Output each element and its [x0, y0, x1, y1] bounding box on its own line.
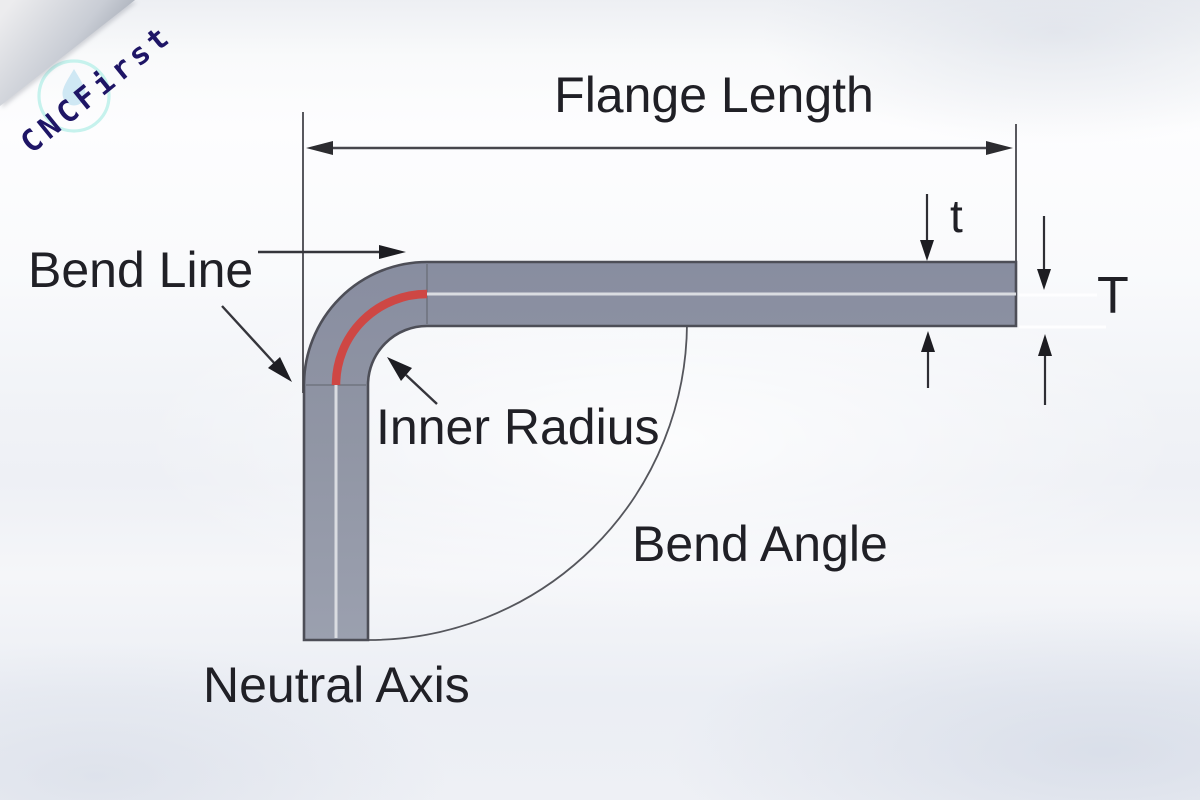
thickness-t-dimension: [920, 194, 935, 388]
dim-arrowhead-left: [306, 141, 333, 155]
flange-length-label: Flange Length: [554, 67, 874, 123]
neutral-axis-bend-highlight: [331, 289, 428, 386]
thickness-t-label: t: [950, 190, 963, 242]
inner-radius-arrow: [387, 357, 438, 405]
logo-ring-icon: [37, 59, 111, 133]
page-corner-fold: [0, 0, 150, 122]
bend-line-label: Bend Line: [28, 242, 254, 298]
thickness-T-dimension: [1019, 216, 1106, 405]
flange-length-dimension: [302, 112, 1017, 393]
thickness-T-label: T: [1097, 267, 1129, 325]
inner-radius-label: Inner Radius: [376, 399, 660, 455]
neutral-axis-line: [334, 292, 1016, 638]
bend-line-arrows: [221, 245, 406, 382]
bend-angle-label: Bend Angle: [632, 516, 888, 572]
bend-angle-arc: [368, 323, 688, 641]
neutral-axis-label: Neutral Axis: [203, 657, 470, 713]
bent-sheet-body: [302, 260, 1018, 642]
logo-drop-icon: [62, 69, 86, 106]
dim-arrowhead-right: [986, 141, 1013, 155]
